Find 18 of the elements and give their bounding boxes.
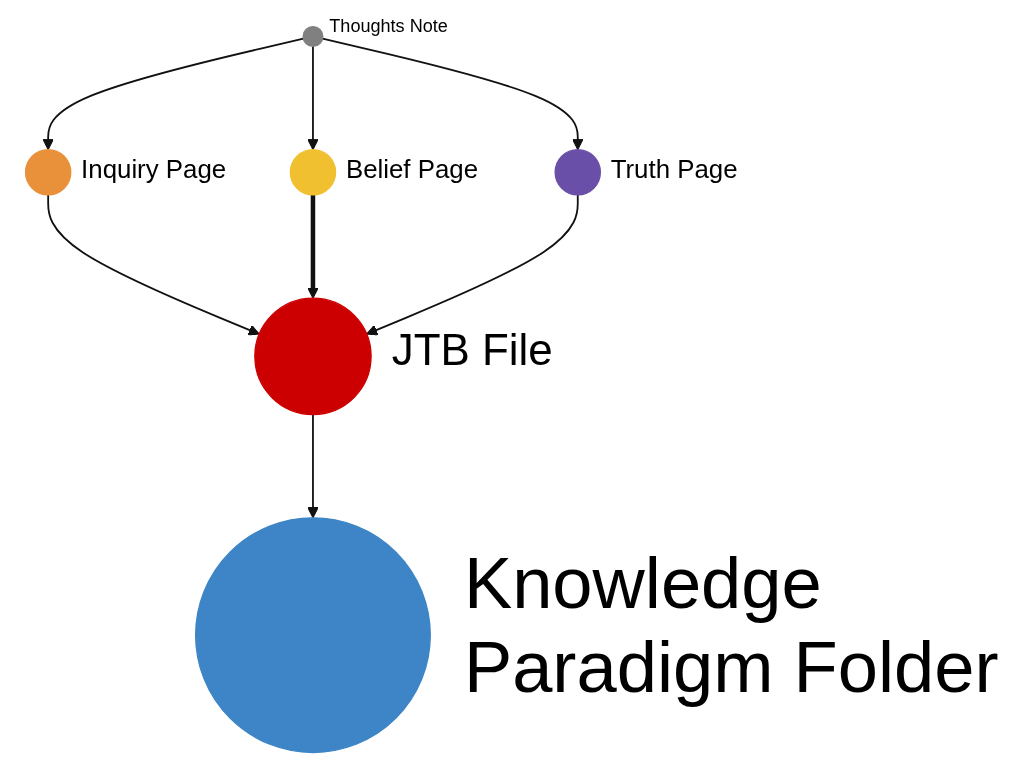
arrow: [42, 37, 305, 151]
circle-node: [254, 297, 372, 416]
circle-node: [554, 149, 602, 196]
circle-node: [302, 25, 324, 47]
node-label: Belief Page: [345, 154, 478, 183]
circle-node: [289, 149, 337, 196]
arrow: [307, 413, 319, 519]
arrow: [307, 45, 319, 151]
node-label: Inquiry Page: [81, 154, 227, 183]
arrow: [366, 194, 579, 336]
node-label: Truth Page: [610, 154, 738, 183]
circle-node: [194, 517, 431, 754]
node-label: Thoughts Note: [329, 16, 448, 36]
node-label: JTB File: [391, 325, 553, 375]
arrow: [307, 194, 319, 299]
node-label: Knowledge Paradigm Folder: [463, 543, 999, 707]
arrow: [47, 194, 260, 336]
circle-node: [24, 149, 72, 196]
